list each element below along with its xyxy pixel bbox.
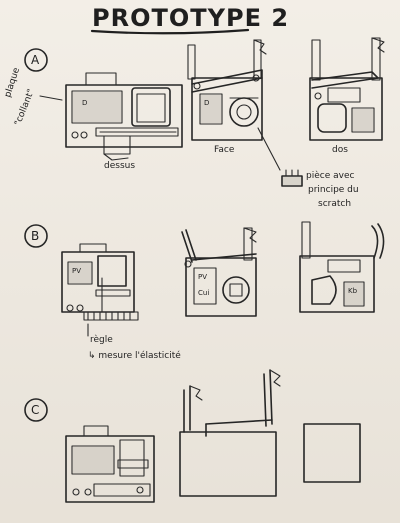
label-dessus: dessus xyxy=(104,161,136,171)
section-b-circle xyxy=(24,224,48,248)
sketch-text-kb: Kb xyxy=(348,287,358,295)
b-back-view-sketch xyxy=(299,221,385,313)
section-c-letter: C xyxy=(31,403,40,417)
title-underline xyxy=(90,28,250,35)
label-piece-1: pièce avec xyxy=(306,171,355,181)
section-a-circle xyxy=(24,48,48,72)
b-face-view-sketch xyxy=(181,227,257,317)
sketch-text-d-face: D xyxy=(204,99,210,107)
sketch-text-pv: PV xyxy=(72,267,82,275)
b-top-view-sketch xyxy=(61,243,139,337)
section-a-letter: A xyxy=(31,53,40,67)
page-title: PROTOTYPE 2 xyxy=(92,4,290,32)
scratch-piece-sketch xyxy=(281,169,303,187)
c-square-sketch xyxy=(303,423,361,483)
a-back-view-sketch xyxy=(309,37,385,141)
label-face: Face xyxy=(214,145,235,155)
a-face-view-sketch xyxy=(187,39,267,141)
section-b-letter: B xyxy=(31,229,40,243)
sketch-text-d: D xyxy=(82,99,88,107)
a-top-view-sketch xyxy=(65,72,183,161)
c-box-sketch xyxy=(179,369,281,497)
sketch-text-pv-face: PV xyxy=(198,273,208,281)
label-regle: règle xyxy=(90,335,113,345)
piece-pointer-line xyxy=(257,127,281,171)
label-dos: dos xyxy=(332,145,348,155)
label-mesure: ↳ mesure l'élasticité xyxy=(88,351,181,361)
plaque-pointer-line xyxy=(39,95,63,101)
sketch-text-cui: Cui xyxy=(198,289,210,297)
label-piece-3: scratch xyxy=(318,199,352,209)
label-piece-2: principe du xyxy=(308,185,359,195)
c-top-view-sketch xyxy=(65,425,155,503)
section-c-circle xyxy=(24,398,48,422)
